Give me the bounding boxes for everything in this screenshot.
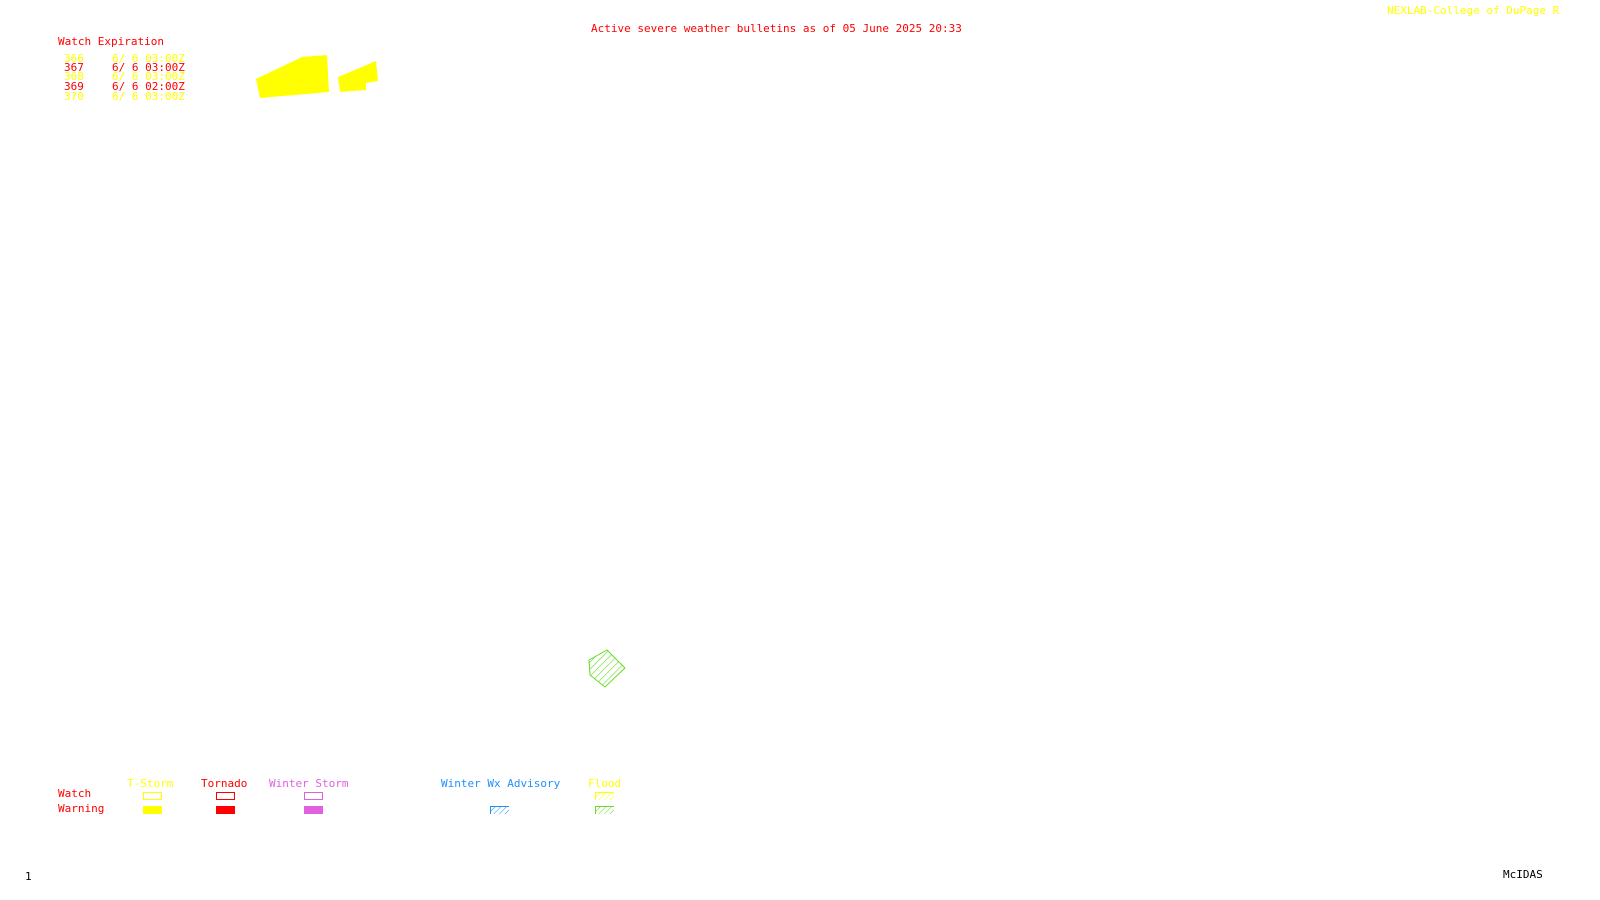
legend-tstorm-watch-swatch xyxy=(143,792,162,800)
legend-winter-storm-label: Winter Storm xyxy=(269,777,349,790)
legend-winter-advisory-swatch xyxy=(490,806,509,814)
tstorm-watch-area xyxy=(256,55,329,98)
flood-warning-area xyxy=(588,649,626,688)
legend-row-label-warning: Warning xyxy=(58,802,105,815)
watch-expiration: 6/ 6 03:00Z xyxy=(112,61,185,74)
legend-winter-storm-warning-swatch xyxy=(304,806,323,814)
watch-number: 370 xyxy=(64,90,84,103)
bulletin-title: Active severe weather bulletins as of 05… xyxy=(591,22,962,35)
tstorm-watch-area xyxy=(338,61,378,92)
watch-number: 369 xyxy=(64,80,84,93)
watch-table-heading: Watch Expiration xyxy=(58,35,164,48)
legend-tstorm-label: T-Storm xyxy=(127,777,174,790)
software-label: McIDAS xyxy=(1503,868,1543,881)
watch-expiration: 6/ 6 03:00Z xyxy=(112,52,185,65)
watch-expiration: 6/ 6 03:00Z xyxy=(112,90,185,103)
legend-tornado-warning-swatch xyxy=(216,806,235,814)
credit-text: NEXLAB-College of DuPage R xyxy=(1387,4,1560,17)
legend-tstorm-warning-swatch xyxy=(143,806,162,814)
legend-flood-label: Flood xyxy=(588,777,622,790)
legend-tornado-watch-swatch xyxy=(216,792,235,800)
watch-expiration: 6/ 6 02:00Z xyxy=(112,80,185,93)
watch-number: 368 xyxy=(64,70,84,83)
legend-winter-advisory-label: Winter Wx Advisory xyxy=(441,777,561,790)
legend-flood-watch-swatch xyxy=(595,792,614,800)
watch-number: 367 xyxy=(64,61,84,74)
legend-tornado-label: Tornado xyxy=(201,777,248,790)
legend-row-label-watch: Watch xyxy=(58,787,92,800)
legend-winter-storm-watch-swatch xyxy=(304,792,323,800)
frame-number: 1 xyxy=(25,870,32,883)
watch-number: 366 xyxy=(64,52,84,65)
legend-flood-warning-swatch xyxy=(595,806,614,814)
watch-expiration: 6/ 6 03:00Z xyxy=(112,70,185,83)
